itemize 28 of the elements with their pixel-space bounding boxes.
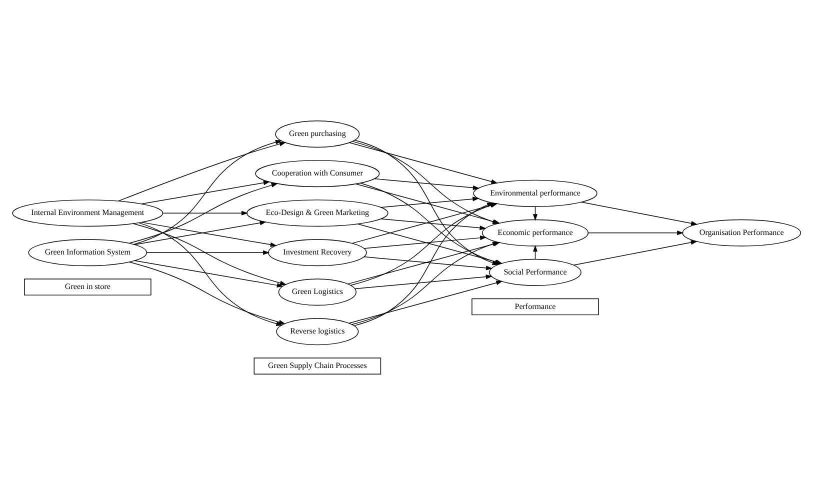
arrow — [132, 222, 287, 285]
arrow — [128, 182, 278, 244]
arrow — [141, 180, 270, 204]
arrow — [354, 202, 494, 326]
arrow — [162, 210, 248, 215]
arrow — [134, 139, 282, 244]
arrow — [363, 235, 487, 248]
arrow — [134, 220, 266, 244]
arrow — [588, 230, 684, 235]
arrow — [118, 141, 286, 201]
arrow — [128, 261, 286, 324]
arrow — [146, 250, 270, 254]
arrow — [581, 201, 698, 226]
arrow — [380, 218, 486, 230]
arrow — [134, 260, 284, 288]
node-ellipse: Green Information System — [28, 238, 148, 266]
node-ellipse: Internal Environment Management — [12, 199, 164, 226]
node-box: Green Supply Chain Processes — [254, 357, 382, 374]
arrow — [348, 280, 503, 324]
node-box: Performance — [472, 298, 599, 315]
arrow — [363, 256, 493, 270]
node-box: Green in store — [24, 278, 152, 295]
arrow — [573, 240, 698, 265]
arrow — [349, 142, 498, 184]
arrow — [380, 196, 480, 208]
arrow — [141, 221, 277, 246]
arrow — [374, 178, 480, 190]
arrow — [354, 274, 492, 289]
